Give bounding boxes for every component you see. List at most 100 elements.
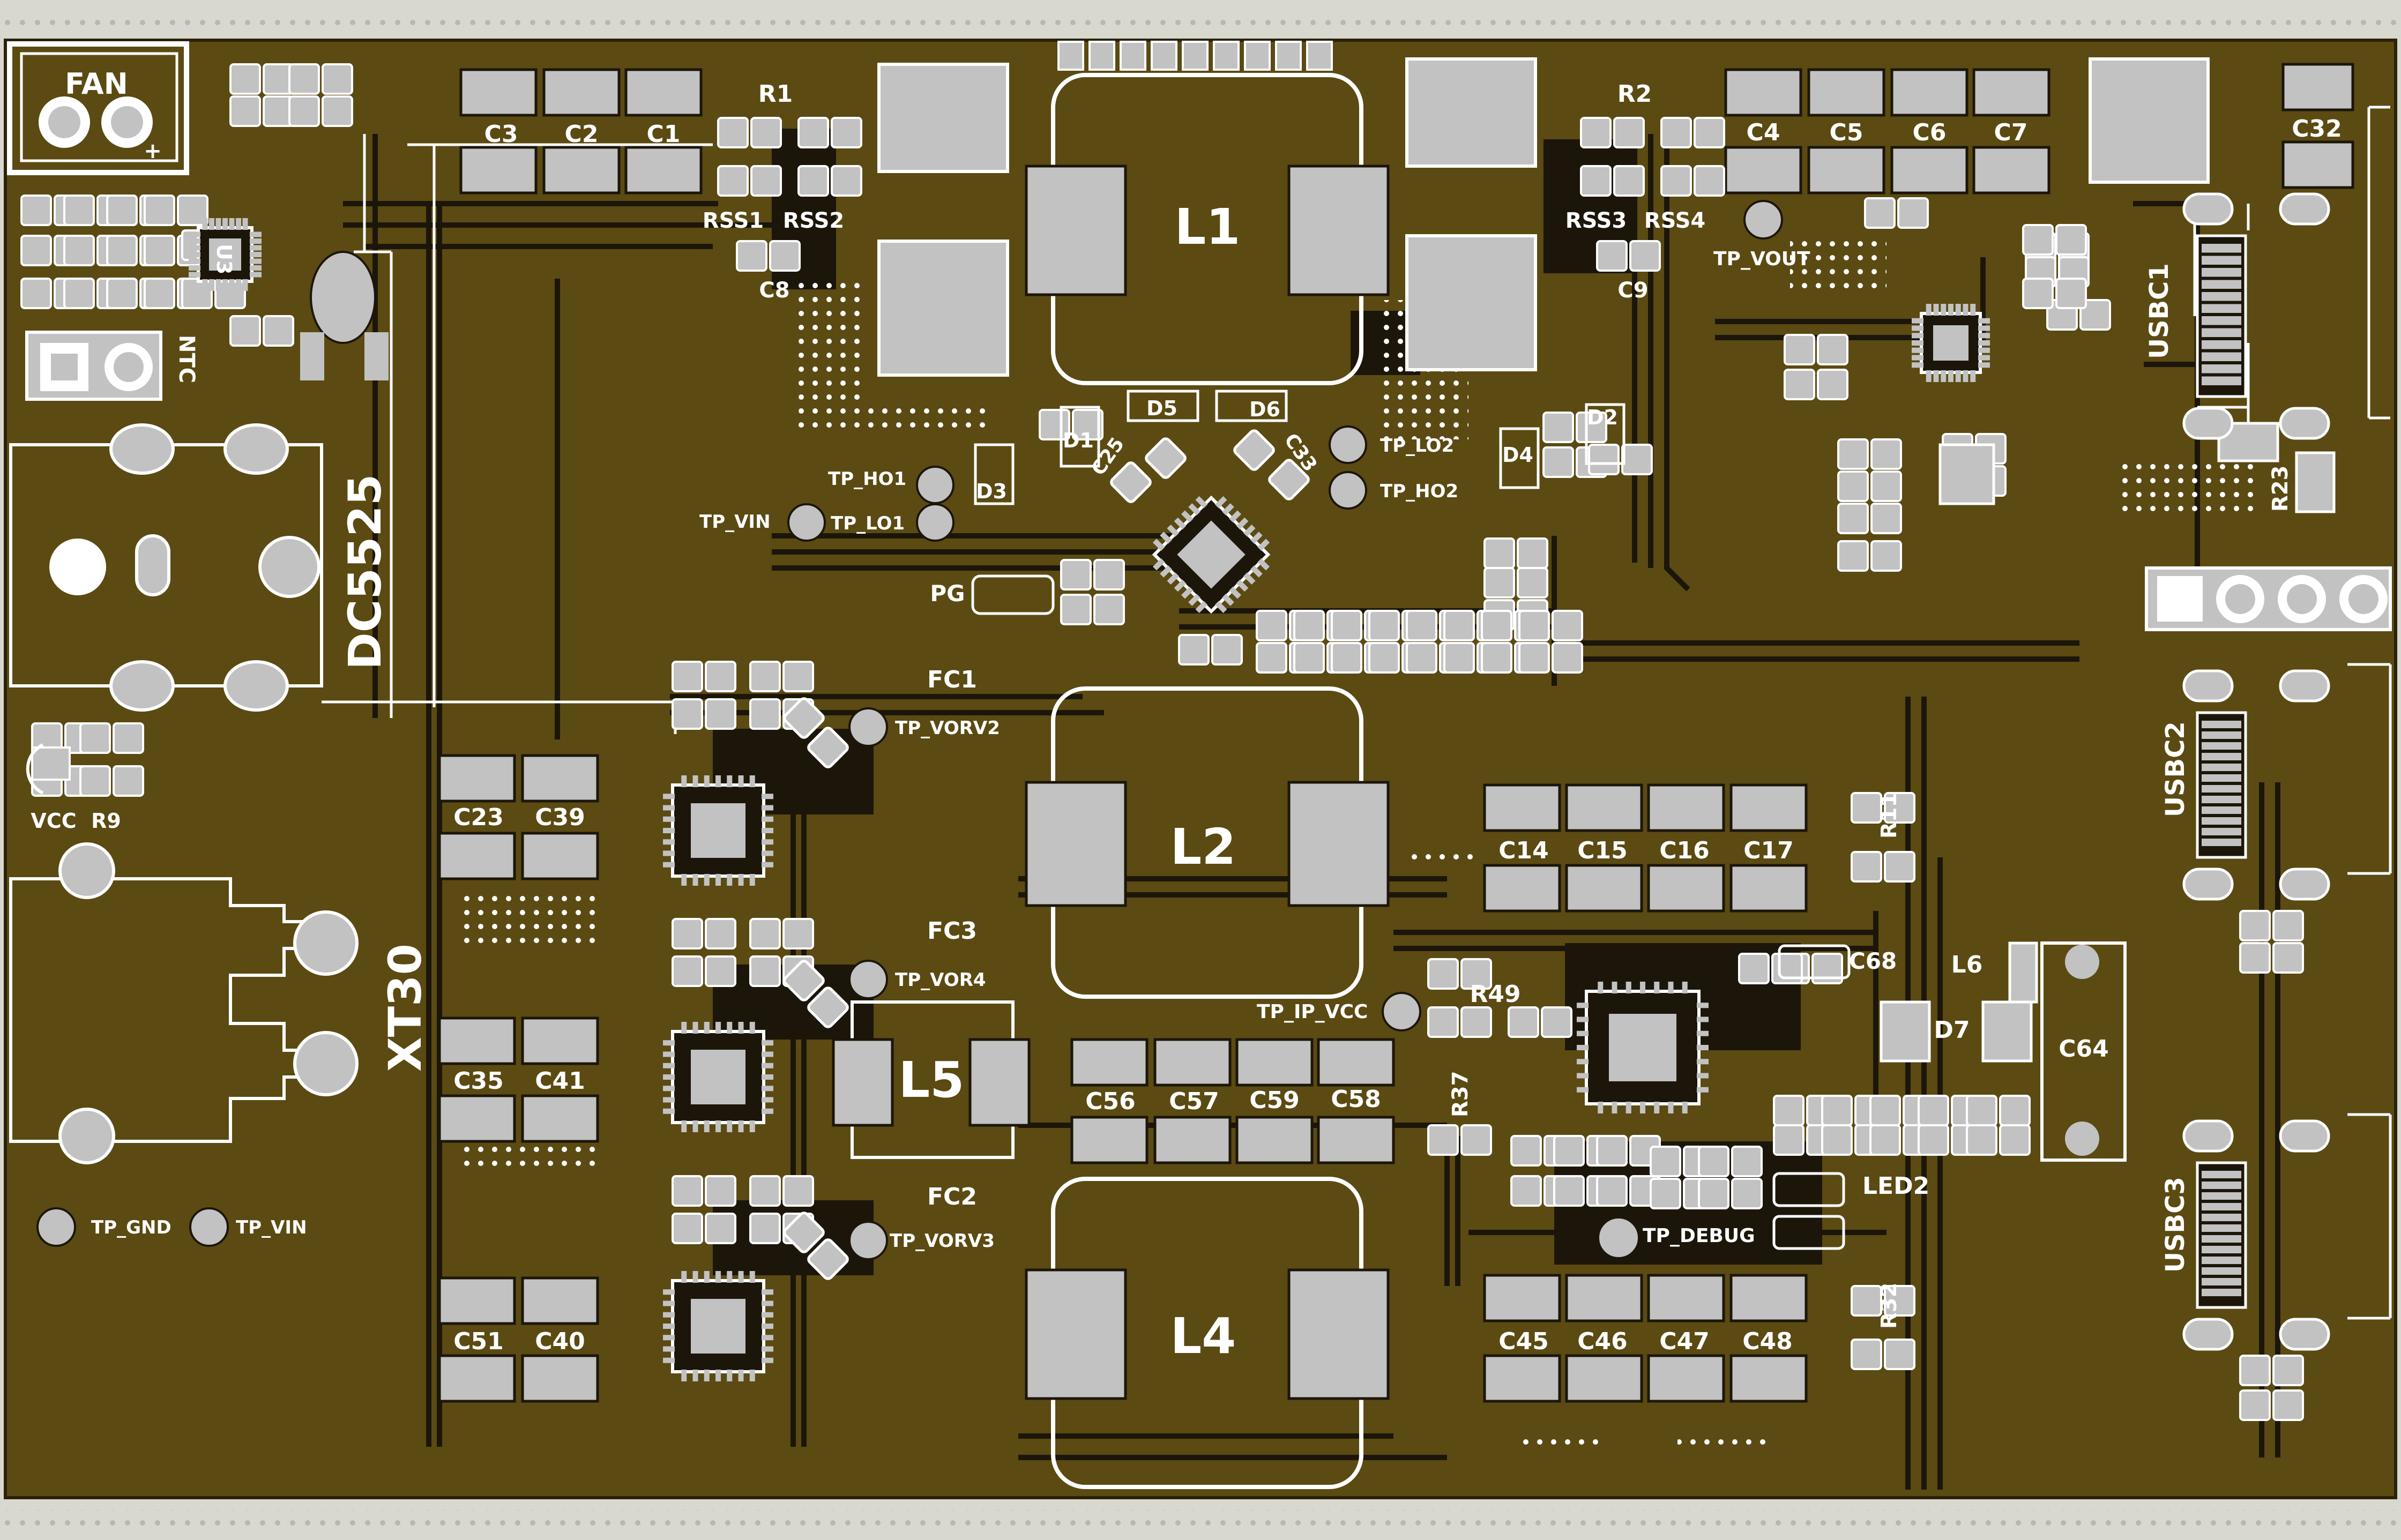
- diode-outline: [1215, 390, 1288, 422]
- label-c40: C40: [535, 1328, 585, 1355]
- capacitor-pad: [542, 146, 621, 195]
- label-c39: C39: [535, 804, 585, 831]
- usb-shield-pad: [2182, 1318, 2234, 1351]
- diagonal-pad: [783, 960, 825, 1001]
- ic-pin: [1978, 340, 1990, 346]
- ic-pin: [250, 238, 262, 244]
- ic-pin: [1167, 572, 1180, 585]
- pg-led-outline: [971, 574, 1055, 615]
- diagonal-pad: [1110, 461, 1152, 503]
- ic-pin: [762, 805, 773, 811]
- ic-pin: [250, 258, 262, 264]
- small-pad: [1518, 642, 1550, 674]
- capacitor-pad: [1565, 1274, 1643, 1322]
- label-d2: D2: [1587, 406, 1618, 429]
- capacitor-pad: [438, 1094, 516, 1143]
- usb-pin: [2202, 1192, 2241, 1200]
- ic-pin: [236, 279, 241, 291]
- small-pad: [672, 955, 703, 987]
- ic-pin: [1697, 1045, 1709, 1050]
- ic-pin: [189, 252, 200, 257]
- label-c57: C57: [1169, 1088, 1219, 1115]
- capacitor-pad: [438, 1354, 516, 1403]
- ic-pin: [692, 1022, 698, 1034]
- capacitor-pad: [521, 832, 599, 880]
- label-tp-vout: TP_VOUT: [1713, 248, 1810, 270]
- ic-pin: [1697, 1073, 1709, 1079]
- small-pad: [831, 117, 862, 148]
- small-pad: [1552, 642, 1583, 674]
- small-pad: [717, 117, 749, 148]
- ic-pin: [727, 1370, 733, 1381]
- ic-pin: [749, 1370, 755, 1381]
- ic-pin: [663, 1040, 675, 1046]
- small-pad: [672, 698, 703, 730]
- ic-pin: [1229, 510, 1242, 523]
- label-r9: R9: [91, 809, 121, 833]
- ic-pin: [704, 1370, 710, 1381]
- ic-pin: [1612, 982, 1617, 993]
- test-point: [848, 960, 888, 999]
- label-r23: R23: [2268, 466, 2293, 512]
- test-point: [916, 466, 955, 504]
- diode-d7-pad: [1880, 1000, 1931, 1063]
- usb-pin: [2202, 1235, 2241, 1243]
- ic-pin: [762, 1040, 773, 1046]
- ic-pin: [1912, 362, 1923, 368]
- small-pad: [1918, 1124, 1949, 1156]
- usb-shield-pad: [2182, 407, 2234, 440]
- label-d4: D4: [1502, 443, 1533, 467]
- usb-pin: [2202, 340, 2241, 349]
- small-pad: [1621, 444, 1653, 475]
- small-pad: [1694, 117, 1725, 148]
- ic-pin: [749, 874, 755, 886]
- label-c4: C4: [1747, 119, 1780, 146]
- small-pad: [1427, 958, 1459, 990]
- capacitor-pad: [438, 832, 516, 880]
- usb-pin: [2202, 1224, 2241, 1232]
- ic-pin: [663, 1346, 675, 1352]
- small-pad: [749, 918, 781, 950]
- small-pad: [20, 195, 52, 226]
- label-tp-ho2: TP_HO2: [1380, 481, 1458, 502]
- ic-pin: [1214, 496, 1227, 509]
- usb-pin: [2202, 817, 2241, 825]
- ic-pin: [762, 816, 773, 822]
- small-pad: [1650, 1178, 1681, 1209]
- ic-pin: [727, 1271, 733, 1283]
- small-pad: [1481, 610, 1512, 641]
- small-pad: [749, 661, 781, 692]
- capacitor-pad: [1724, 146, 1802, 195]
- diagonal-pad: [807, 1238, 849, 1280]
- ic-pin: [762, 862, 773, 868]
- small-pad: [1576, 412, 1607, 443]
- capacitor-pad: [1807, 146, 1885, 195]
- ic-pin: [762, 839, 773, 845]
- ic-pin: [762, 850, 773, 856]
- small-pad: [1613, 165, 1645, 197]
- header-pad: [1057, 41, 1084, 71]
- ic-pin: [663, 1289, 675, 1295]
- usb-shield-pad: [2279, 1318, 2330, 1351]
- label-tp-ho1: TP_HO1: [828, 468, 906, 490]
- controller-ic-usbc1: [1912, 304, 1990, 382]
- small-pad: [2022, 278, 2054, 309]
- ic-pin: [704, 1022, 710, 1034]
- ic-pin: [250, 265, 262, 271]
- small-pad: [1837, 540, 1869, 572]
- ic-pin: [1912, 333, 1923, 339]
- ic-pin: [1926, 370, 1932, 382]
- small-pad: [1870, 438, 1902, 470]
- ic-pin: [727, 1120, 733, 1132]
- ic-pin: [250, 245, 262, 251]
- ic-pin: [727, 1022, 733, 1034]
- small-pad: [705, 661, 736, 692]
- small-pad: [2239, 942, 2271, 974]
- usb-pin: [2202, 806, 2241, 814]
- ic-pin: [1978, 333, 1990, 339]
- label-fan-plus: +: [144, 139, 162, 163]
- label-c3: C3: [484, 121, 518, 148]
- small-pad: [1869, 1095, 1901, 1126]
- ic-thermal-pad: [1933, 325, 1968, 361]
- ic-pin: [1195, 601, 1208, 614]
